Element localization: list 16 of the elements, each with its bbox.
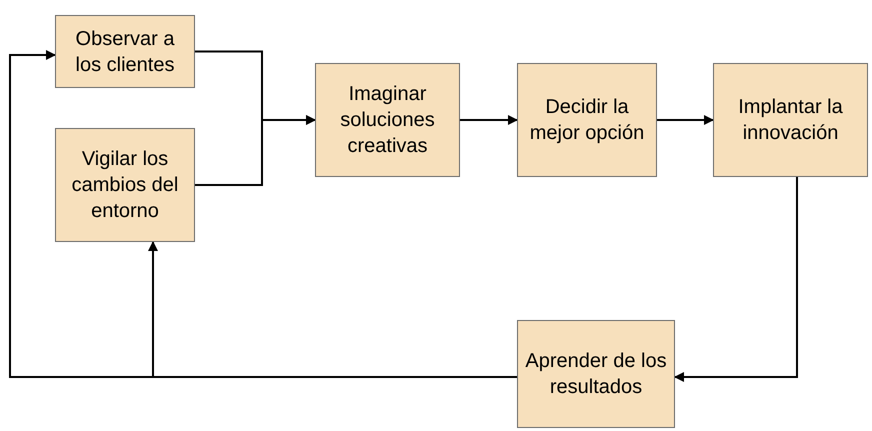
- process-box: [55, 128, 195, 242]
- process-box: [315, 63, 460, 177]
- box-label: Observar a los clientes: [74, 26, 176, 78]
- process-box: [517, 63, 657, 177]
- box-label: Implantar la innovación: [737, 95, 844, 146]
- box-label: Vigilar los cambios del entorno: [70, 147, 180, 224]
- arrow: [195, 115, 316, 186]
- box-label: Aprender de los resultados: [524, 349, 668, 400]
- process-box: [517, 320, 675, 428]
- arrow: [460, 115, 518, 125]
- box-label: Imaginar soluciones creativas: [339, 82, 436, 159]
- box-label: Decidir la mejor opción: [528, 95, 646, 146]
- process-box: [55, 15, 195, 88]
- arrow: [674, 177, 798, 382]
- arrow: [657, 115, 714, 125]
- process-box: [713, 63, 868, 177]
